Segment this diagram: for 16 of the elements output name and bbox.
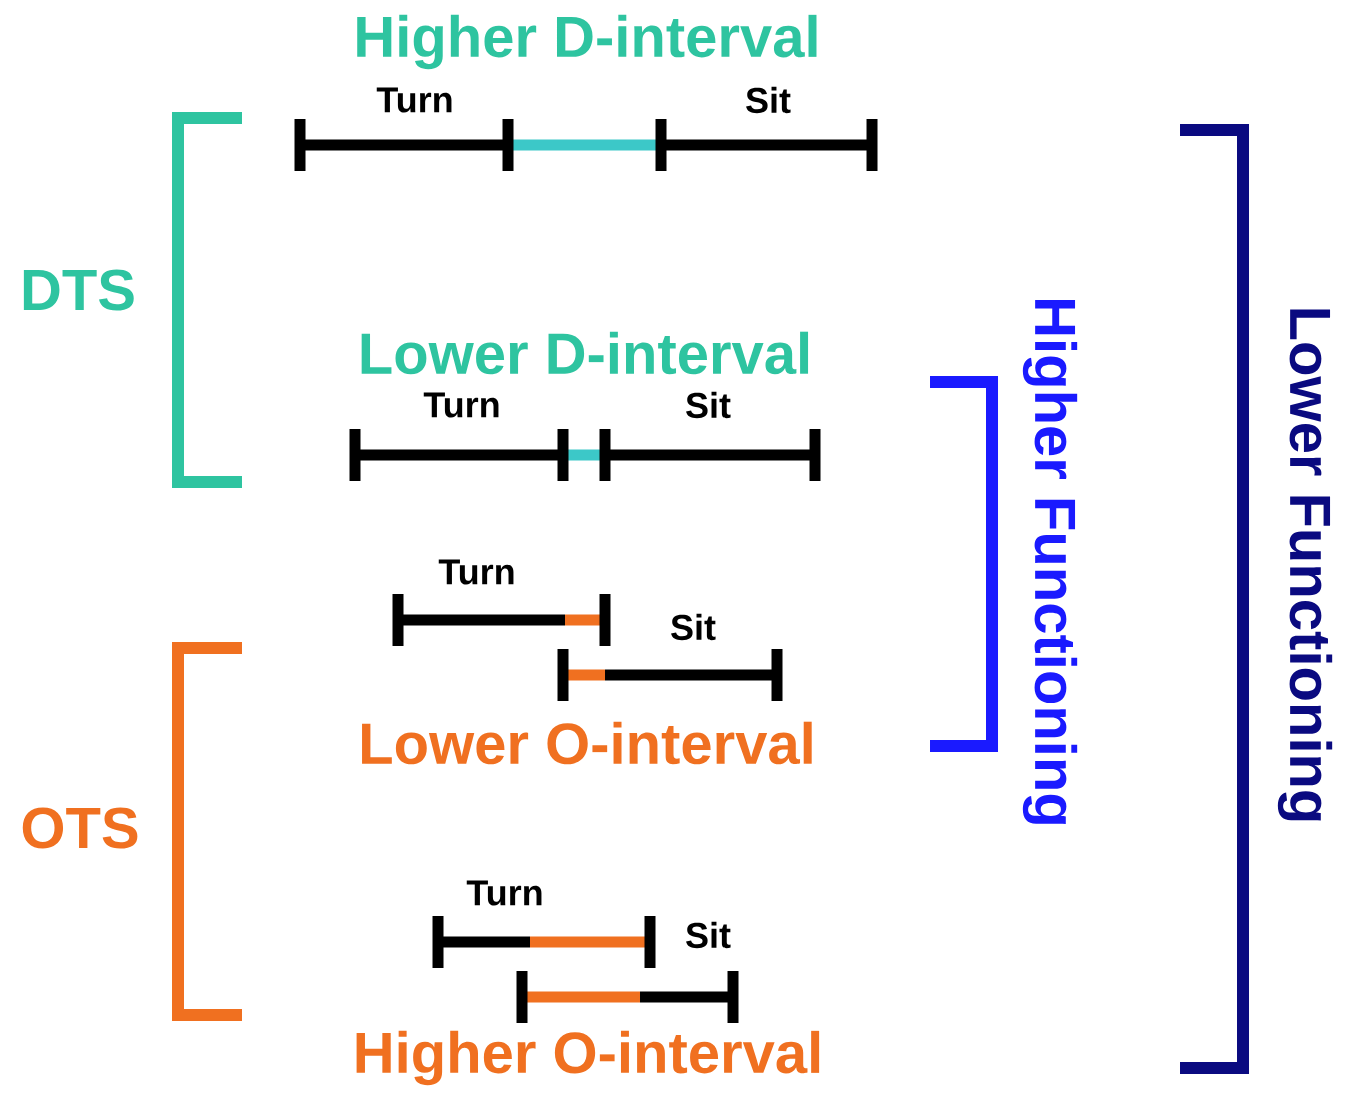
phase-label: Turn [423,392,499,418]
group-label: Lower Functioning [1277,309,1333,821]
interval-heading: Higher O-interval [356,1030,820,1086]
interval-heading: Lower D-interval [361,331,809,375]
interval-heading: Lower O-interval [362,721,812,765]
group-label: OTS [22,807,138,849]
group-label: DTS [23,269,134,311]
phase-label: Sit [686,921,731,949]
phase-label: Turn [466,880,542,906]
group-label: Higher Functioning [1022,300,1078,824]
phase-label: Sit [746,86,791,114]
phase-label: Sit [671,613,716,641]
phase-label: Turn [376,87,452,113]
phase-label: Sit [686,391,731,419]
interval-heading: Higher D-interval [357,14,817,70]
phase-label: Turn [438,559,514,585]
